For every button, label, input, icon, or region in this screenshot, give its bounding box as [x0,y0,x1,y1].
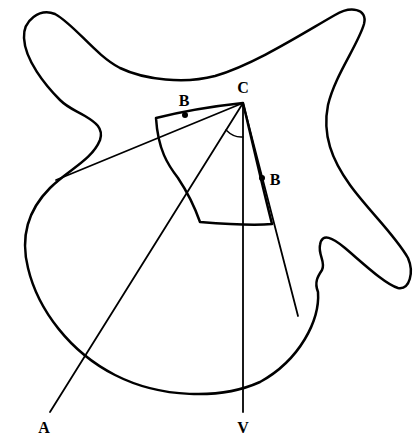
point-label: B [179,92,190,110]
axis-line-right [243,103,298,316]
point-label: C [237,79,249,97]
point-b-right [259,175,265,181]
pedicle-outline [156,103,272,225]
axis-label: V [237,419,249,437]
axis-label: A [38,419,50,437]
axis-line-v [242,103,244,412]
axis-line-a [50,103,243,412]
vertebra-outline [24,10,411,394]
point-label: B [270,171,281,189]
angle-arc [226,130,243,137]
axis-line-left [56,103,243,180]
point-b-left [182,112,188,118]
